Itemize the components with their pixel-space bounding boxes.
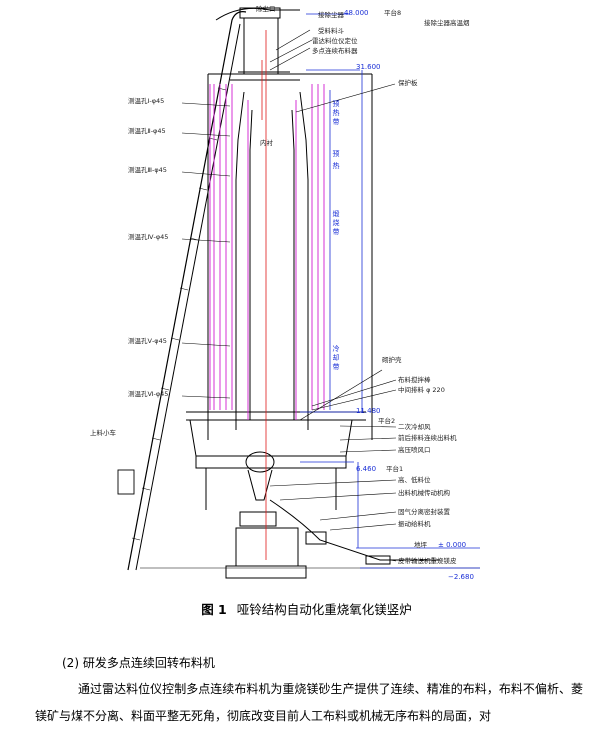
hoist-car-label: 上料小车 [90,429,116,437]
elevation-2: 11.480 [356,407,381,415]
kiln-diagram: 测温孔Ⅰ-φ45 测温孔Ⅱ-φ45 测温孔Ⅲ-φ45 测温孔Ⅳ-φ45 测温孔Ⅴ… [90,5,480,581]
temp-hole-label-5: 测温孔Ⅴ-φ45 [128,337,167,345]
dust-collector-pipe-label: 接除尘器高温烟 [424,19,470,27]
body-paragraph: 通过雷达料位仪控制多点连续布料机为重烧镁砂生产提供了连续、精准的布料，布料不偏析… [35,682,583,723]
middle-discharge-label: 中间排料 φ 220 [398,386,445,394]
figure-title: 哑铃结构自动化重烧氧化镁竖炉 [236,602,412,617]
elevation-top: 48.000 [344,9,369,17]
platform-2-label: 平台2 [378,417,396,425]
zone-calcine-label: 煅烧带 [332,210,340,236]
temp-hole-label-3: 测温孔Ⅲ-φ45 [128,166,167,174]
elevation-1: 31.600 [356,63,381,71]
radar-label: 雷达料位仪定位 [312,37,358,45]
zone-calcine-label-a: 预 [332,150,340,158]
elevation-4: 6.460 [356,465,377,473]
temp-hole-label-1: 测温孔Ⅰ-φ45 [128,97,165,105]
protect-plate-label: 保护板 [398,79,418,87]
figure-number: 图 1 [201,602,227,617]
temp-hole-label-4: 测温孔Ⅳ-φ45 [128,233,169,241]
kiln-drawing [117,7,480,579]
hopper-label: 受料料斗 [318,27,344,35]
dust-outlet-label: 除尘口 [256,5,276,13]
secondary-cooling-label: 二次冷却风 [398,423,431,431]
elevation-top-platform: 平台8 [384,9,402,17]
drive-mechanism-label: 出料机械传动机构 [398,489,450,497]
zone-preheat-label: 预热带 [332,100,340,126]
stirring-rod-label: 布料搅拌棒 [398,376,431,384]
material-level-label: 高、低料位 [398,476,431,484]
dust-collector-label: 接除尘器 [318,11,344,19]
elevation-bottom: −2.680 [448,573,474,581]
continuous-discharger-label: 前后排料连续出料机 [398,434,457,442]
shell-label: 砌护壳 [382,356,402,364]
distributor-label: 多点连续布料器 [312,47,358,55]
figure-caption: 图 1 哑铃结构自动化重烧氧化镁竖炉 [0,599,613,618]
elevation-ground: ± 0.000 [438,541,467,549]
zone-cooling-label: 冷却带 [332,345,340,371]
temp-hole-label-6: 测温孔Ⅵ-φ45 [128,390,169,398]
ground-label: 地坪 [414,541,427,549]
inner-lining-label: 内衬 [260,139,273,147]
temp-hole-label-2: 测温孔Ⅱ-φ45 [128,127,166,135]
platform-1-label: 平台1 [386,465,404,473]
vibrating-feeder-label: 振动给料机 [398,520,431,528]
air-nozzle-label: 高压喷风口 [398,446,431,454]
section-heading: (2) 研发多点连续回转布料机 [62,656,215,670]
zone-calcine-label-b: 热 [332,162,340,170]
seal-device-label: 固气分离密封装置 [398,508,450,516]
belt-conveyor-label: 皮带输送机重烧镁皮 [398,557,457,565]
